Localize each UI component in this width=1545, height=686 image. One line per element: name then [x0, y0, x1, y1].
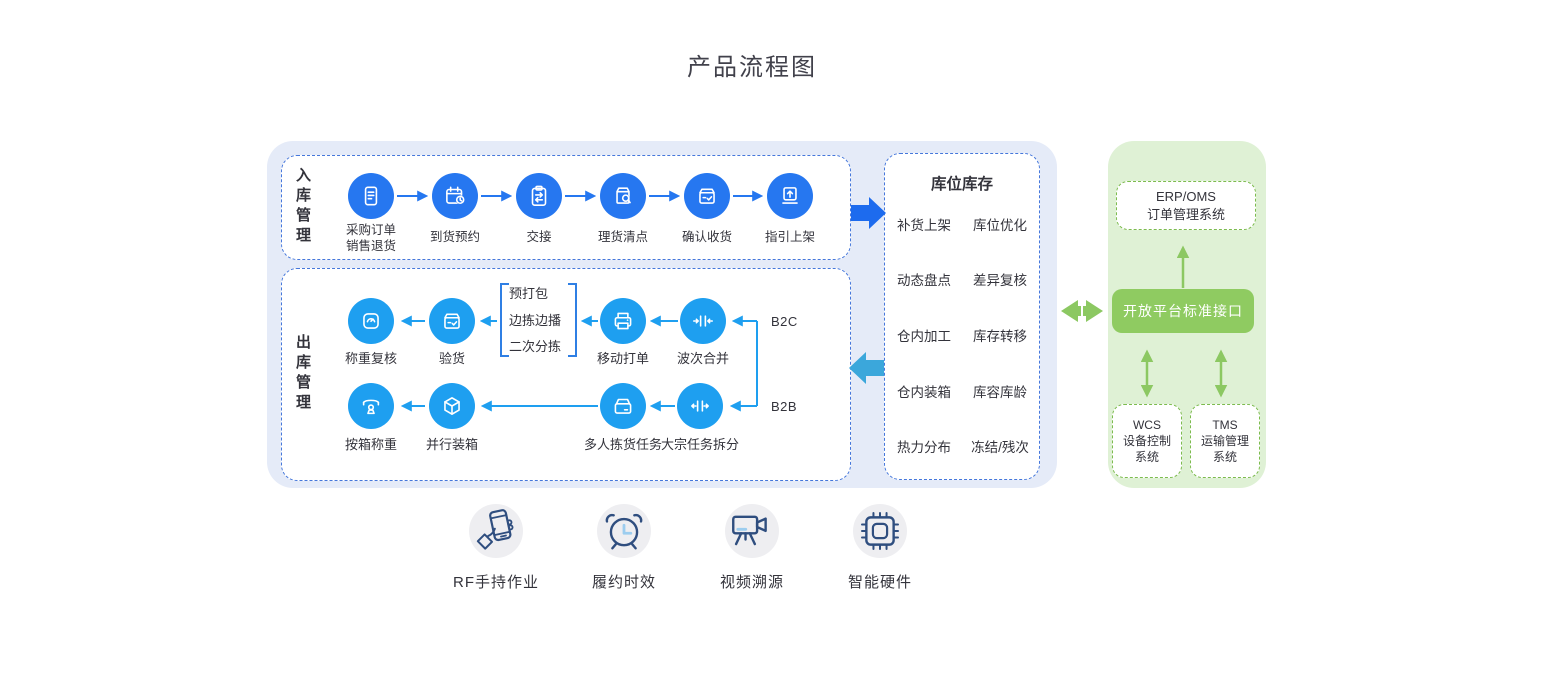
b2b-tag: B2B: [771, 399, 798, 414]
step-label: 确认收货: [681, 230, 732, 244]
parallel-packing-icon: [429, 383, 475, 429]
step-label: 按箱称重: [344, 437, 397, 452]
inventory-title: 库位库存: [930, 176, 993, 193]
bracket-option: 二次分拣: [509, 339, 562, 354]
inspection-icon: [429, 298, 475, 344]
bracket-option: 预打包: [509, 286, 549, 301]
inventory-item: 热力分布: [897, 440, 951, 456]
step-label: 多人拣货任务: [583, 437, 662, 452]
step-label: 验货: [438, 351, 465, 366]
inventory-items: 补货上架 库位优化 动态盘点 差异复核 仓内加工 库存转移 仓内装箱 库容库龄 …: [886, 196, 1038, 474]
rf-handheld-icon: [469, 504, 523, 558]
multi-picker-task-icon: [600, 383, 646, 429]
inventory-item: 库存转移: [973, 328, 1027, 344]
tms-box: TMS 运输管理 系统: [1190, 404, 1260, 478]
guided-putaway-icon: [767, 173, 813, 219]
step-label: 理货清点: [597, 230, 648, 244]
step-label: 波次合并: [676, 351, 729, 366]
inventory-panel: [884, 153, 1040, 480]
bracket-left: [500, 283, 509, 357]
carton-weighing-icon: [348, 383, 394, 429]
inventory-item: 动态盘点: [897, 273, 951, 289]
step-label: 并行装箱: [425, 437, 478, 452]
step-label: 指引上架: [764, 230, 815, 244]
inventory-item: 冻结/残次: [971, 440, 1029, 456]
confirm-receipt-icon: [684, 173, 730, 219]
feature-label: 视频溯源: [719, 574, 784, 591]
step-label: 采购订单 销售退货: [345, 223, 396, 253]
inventory-item: 补货上架: [897, 217, 951, 233]
inventory-item: 差异复核: [973, 273, 1027, 289]
weight-recheck-icon: [348, 298, 394, 344]
outbound-panel-label: 出库管理: [294, 334, 311, 414]
b2c-tag: B2C: [771, 314, 798, 329]
erp-oms-box: ERP/OMS 订单管理系统: [1116, 181, 1256, 230]
smart-chip-icon: [853, 504, 907, 558]
alarm-clock-icon: [597, 504, 651, 558]
inventory-item: 仓内装箱: [897, 384, 951, 400]
bracket-right: [568, 283, 577, 357]
inventory-item: 仓内加工: [897, 328, 951, 344]
inventory-item: 库位优化: [973, 217, 1027, 233]
inbound-panel-label: 入库管理: [294, 167, 311, 247]
purchase-order-icon: [348, 173, 394, 219]
sorting-options: 预打包 边拣边播 二次分拣: [509, 285, 567, 355]
open-platform-gateway: 开放平台标准接口: [1112, 289, 1254, 333]
bulk-task-split-icon: [677, 383, 723, 429]
step-label: 交接: [526, 230, 552, 244]
handover-icon: [516, 173, 562, 219]
arrival-booking-icon: [432, 173, 478, 219]
tally-check-icon: [600, 173, 646, 219]
step-label: 大宗任务拆分: [660, 437, 739, 452]
step-label: 到货预约: [429, 230, 480, 244]
inventory-item: 库容库龄: [973, 384, 1027, 400]
video-camera-icon: [725, 504, 779, 558]
wcs-box: WCS 设备控制 系统: [1112, 404, 1182, 478]
step-label: 称重复核: [344, 351, 397, 366]
feature-label: 履约时效: [591, 574, 656, 591]
wave-merge-icon: [680, 298, 726, 344]
step-label: 移动打单: [596, 351, 649, 366]
bracket-option: 边拣边播: [509, 312, 562, 328]
mobile-printing-icon: [600, 298, 646, 344]
feature-label: 智能硬件: [847, 574, 912, 591]
page-title: 产品流程图: [687, 54, 817, 81]
feature-label: RF手持作业: [453, 574, 539, 591]
